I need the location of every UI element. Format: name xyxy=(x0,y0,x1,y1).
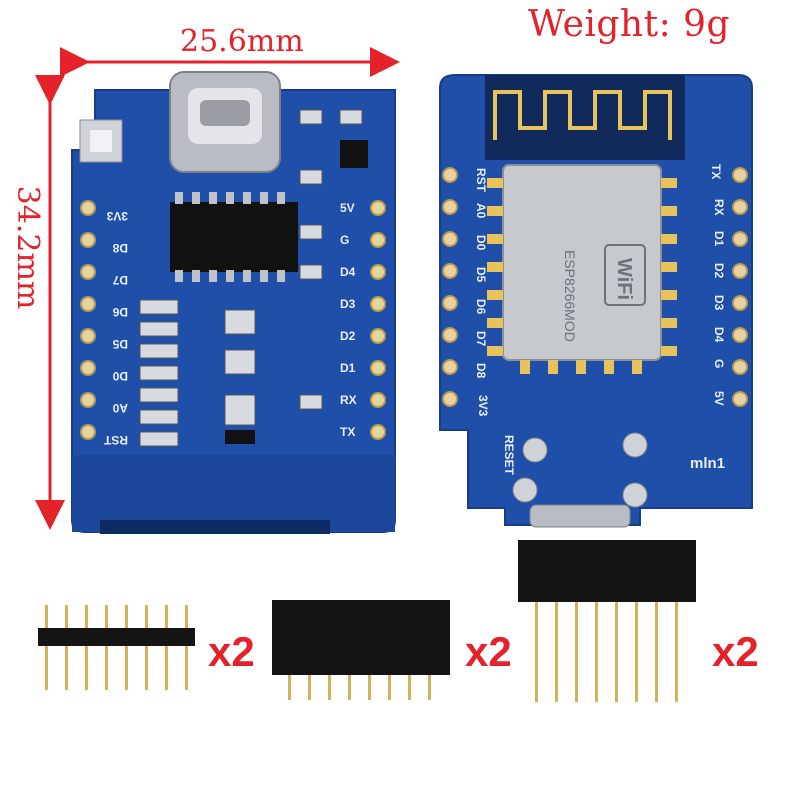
back-board: 3V3 D8 D7 D6 D5 D0 A0 RST 5V G D4 D3 D2 … xyxy=(71,71,396,534)
front-right-pin-label: D2 xyxy=(712,263,726,279)
back-right-pin-label: RX xyxy=(340,393,357,407)
back-left-pin-label: D0 xyxy=(112,369,128,383)
quantity-label: x2 xyxy=(712,628,759,675)
female-header-long xyxy=(518,540,696,702)
front-right-pin-label: TX xyxy=(709,164,723,179)
female-header-short xyxy=(272,600,450,700)
reset-button xyxy=(522,437,548,463)
back-right-pin-label: 5V xyxy=(340,201,355,215)
back-left-pin-label: D5 xyxy=(112,337,128,351)
quantity-label: x2 xyxy=(208,628,255,675)
front-right-pin-label: D4 xyxy=(712,327,726,343)
esp-module xyxy=(502,164,662,361)
back-right-pin-label: TX xyxy=(340,425,355,439)
front-left-pin-label: 3V3 xyxy=(476,395,490,417)
usb-c-port-front xyxy=(529,504,631,528)
front-left-pin-label: D8 xyxy=(474,363,488,379)
front-board: ESP8266MOD WiFi RST A0 D0 D5 D6 D7 D8 xyxy=(439,74,753,528)
brand-label: mln1 xyxy=(690,455,725,472)
back-left-pin-label: D6 xyxy=(112,305,128,319)
front-right-pin-label: RX xyxy=(712,199,726,216)
back-right-pin-label: D3 xyxy=(340,297,356,311)
back-left-pin-label: A0 xyxy=(112,401,128,415)
back-right-pin-label: D4 xyxy=(340,265,356,279)
usb-serial-chip xyxy=(170,202,298,272)
back-right-pin-label: D1 xyxy=(340,361,356,375)
front-right-pin-label: D1 xyxy=(712,231,726,247)
male-pin-header xyxy=(38,605,195,690)
back-left-pin-label: RST xyxy=(103,433,128,447)
front-left-pin-label: RST xyxy=(474,168,488,193)
quantity-label: x2 xyxy=(465,628,512,675)
front-right-pin-label: 5V xyxy=(712,391,726,406)
back-left-pin-label: 3V3 xyxy=(106,209,128,223)
front-left-pin-label: A0 xyxy=(474,203,488,219)
front-right-pin-label: D3 xyxy=(712,295,726,311)
back-left-pin-label: D7 xyxy=(112,273,128,287)
back-right-pin-label: D2 xyxy=(340,329,356,343)
front-left-pin-label: D0 xyxy=(474,235,488,251)
front-left-pin-label: D5 xyxy=(474,267,488,283)
front-right-pin-label: G xyxy=(712,359,726,368)
reset-label: RESET xyxy=(502,435,516,476)
antenna-trace xyxy=(493,90,672,140)
back-left-pin-label: D8 xyxy=(112,241,128,255)
weight-label: Weight: 9g xyxy=(528,4,731,45)
front-left-pin-label: D6 xyxy=(474,299,488,315)
module-text: ESP8266MOD xyxy=(562,250,578,342)
front-left-pin-label: D7 xyxy=(474,331,488,347)
wifi-logo-text: WiFi xyxy=(613,258,635,300)
back-right-pin-label: G xyxy=(340,233,349,247)
